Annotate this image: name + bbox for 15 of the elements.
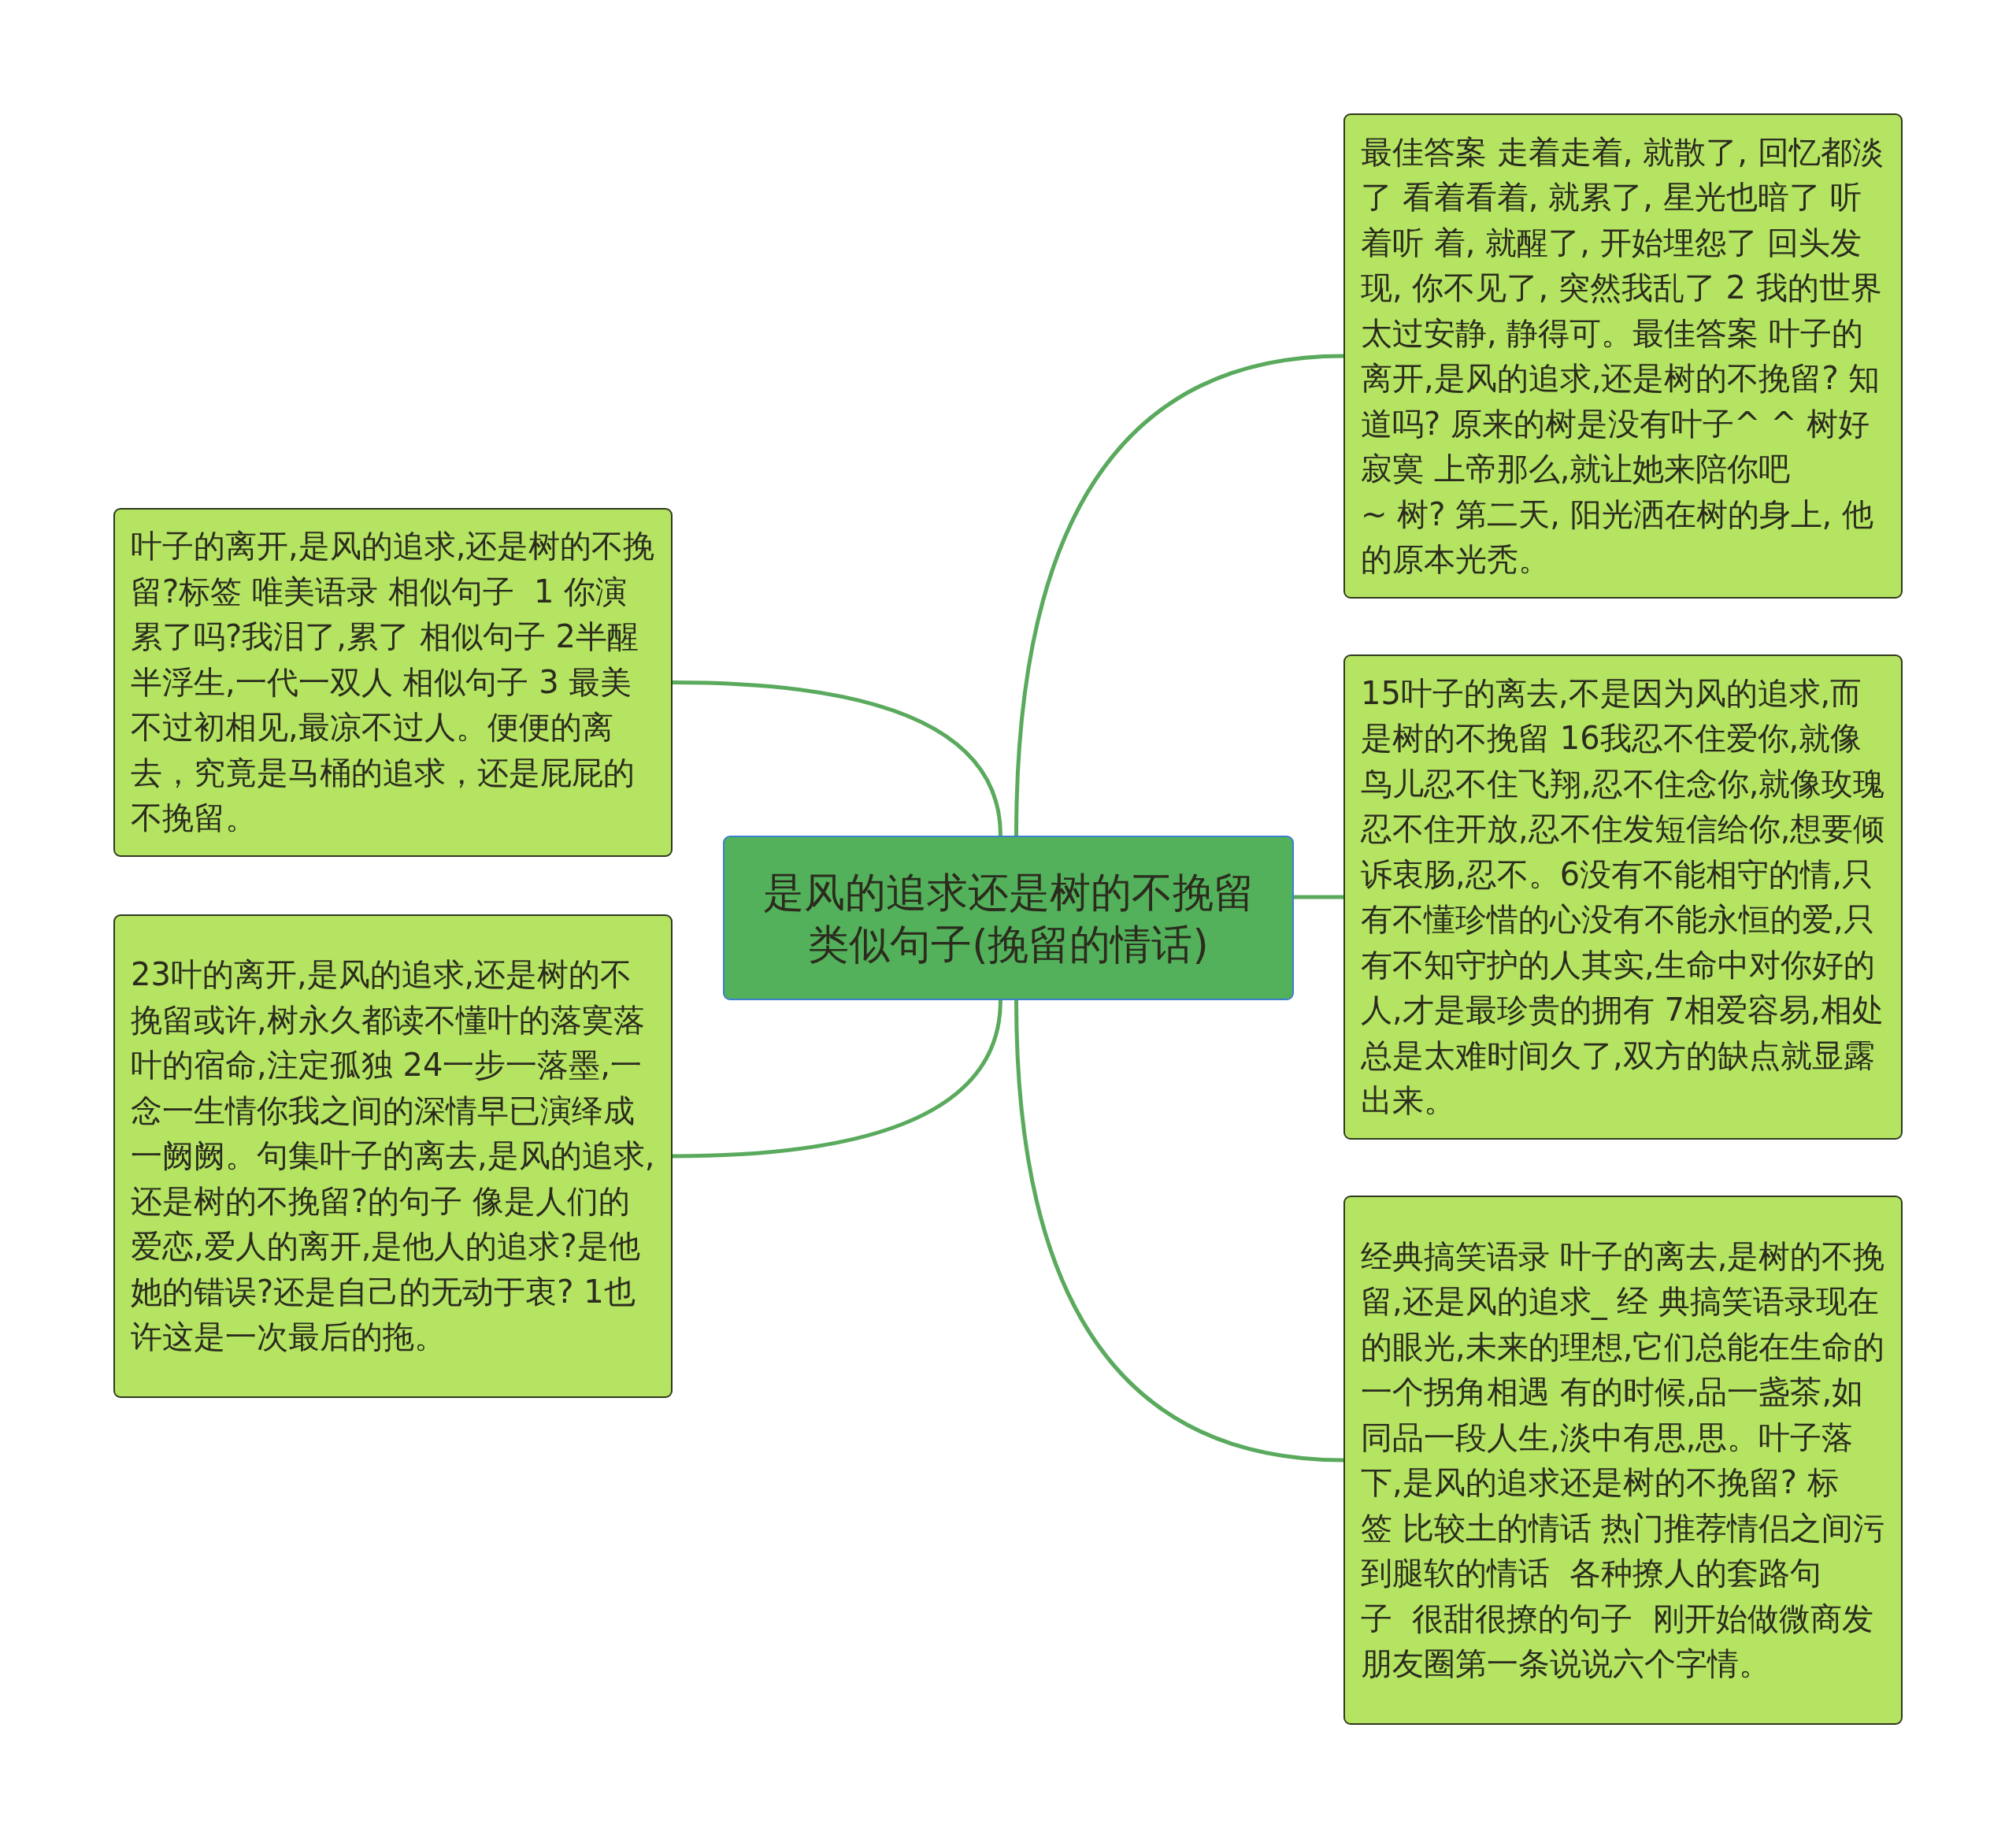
connector-line <box>672 999 1002 1159</box>
topic-text: 15叶子的离去,不是因为风的追求,而是树的不挽留 16我忍不住爱你,就像鸟儿忍不住飞翔,忍不住念你,就像玫瑰忍不住开放,忍不住发短信给你,想要倾诉衷肠,忍不。6没有不能相守的情,只有不懂珍惜的心没有不能永恒的爱,只有不知守护的人其实,生命中对你好的人,才是最珍贵的拥有 7相爱容易,相处总是太难时间久了,双方的缺点就显露出来。 <box>1361 673 1885 1120</box>
central-topic-text: 是风的追求还是树的不挽留类似句子(挽留的情话) <box>762 867 1255 970</box>
central-topic-box <box>723 836 1294 1000</box>
topic-text: 最佳答案 走着走着, 就散了, 回忆都淡了 看着看着, 就累了, 星光也暗了 听着听 着, 就醒了, 开始埋怨了 回头发现, 你不见了, 突然我乱了 2 我的世界太过安静, 静得可。最佳答案 叶子的离开,是风的追求,还是树的不挽留? 知道吗? 原来的树是没有叶子^ ^ 树好寂寞 上帝那么,就让她来陪你吧~ 树? 第二天, 阳光洒在树的身上, 他的原本光秃。 <box>1361 132 1884 579</box>
topic-text: 23叶的离开,是风的追求,还是树的不挽留或许,树永久都读不懂叶的落寞落叶的宿命,注定孤独 24一步一落墨,一念一生情你我之间的深情早已演绎成一阙阙。句集叶子的离去,是风的追求,还是树的不挽留?的句子 像是人们的爱恋,爱人的离开,是他人的追求?是他她的错误?还是自己的无动于衷? 1也许这是一次最后的拖。 <box>131 955 655 1357</box>
topic-box <box>113 914 673 1398</box>
connector-line <box>1014 999 1344 1463</box>
topic-text: 经典搞笑语录 叶子的离去,是树的不挽留,还是风的追求_ 经 典搞笑语录现在的眼光,未来的理想,它们总能在生命的一个拐角相遇 有的时候,品一盏茶,如同品一段人生,淡中有思,思。叶子落下,是风的追求还是树的不挽留? 标签 比较土的情话 热门推荐情侣之间污到腿软的情话 各种撩人的套路句子 很甜很撩的句子 刚开始做微商发朋友圈第一条说说六个字情。 <box>1361 1237 1885 1683</box>
topic-text: 叶子的离开,是风的追求,还是树的不挽留?标签 唯美语录 相似句子 1 你演累了吗?我泪了,累了 相似句子 2半醒半浮生,一代一双人 相似句子 3 最美不过初相见,最凉不过人。便便的离去，究竟是马桶的追求，还是屁屁的不挽留。 <box>131 527 655 838</box>
topic-box <box>1343 1196 1903 1725</box>
connector-line <box>1294 895 1343 899</box>
topic-box <box>113 508 673 857</box>
connector-line <box>1014 354 1344 836</box>
connector-line <box>672 680 1002 836</box>
